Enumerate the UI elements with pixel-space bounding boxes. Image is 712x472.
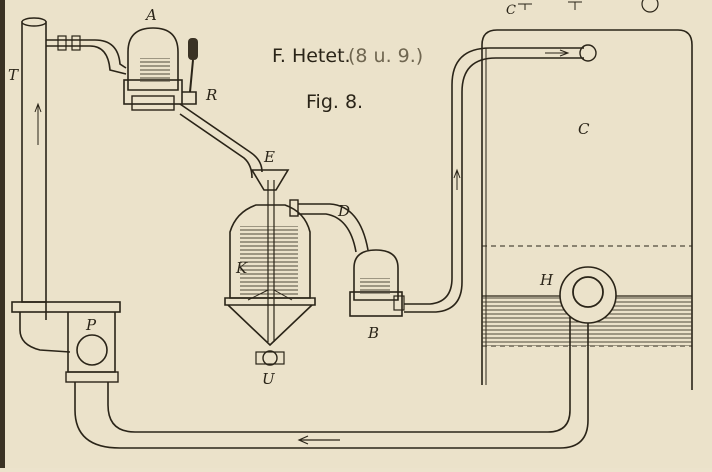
vessel-k bbox=[224, 169, 316, 366]
label-e: E bbox=[263, 148, 275, 166]
device-b bbox=[349, 249, 405, 317]
label-b: B bbox=[367, 324, 379, 342]
plate-reference: (8 u. 9.) bbox=[348, 45, 423, 67]
label-p: P bbox=[85, 316, 97, 334]
figure-label: Fig. 8. bbox=[306, 91, 363, 113]
device-a bbox=[123, 27, 198, 111]
pipe-t-to-a bbox=[46, 35, 127, 75]
pipe-d bbox=[298, 203, 369, 253]
intake-h bbox=[559, 266, 617, 324]
pump-p bbox=[65, 312, 119, 383]
label-k: K bbox=[235, 259, 248, 277]
label-c-top: C bbox=[506, 3, 516, 18]
label-r: R bbox=[205, 86, 217, 104]
page-edge-left bbox=[0, 0, 5, 468]
return-pipe bbox=[74, 300, 589, 449]
label-a: A bbox=[144, 6, 157, 24]
label-d: D bbox=[337, 202, 350, 220]
top-right-fragments bbox=[518, 0, 659, 13]
label-c: C bbox=[578, 120, 590, 138]
title-author: F. Hetet. bbox=[272, 45, 351, 67]
label-u: U bbox=[262, 370, 276, 388]
label-h: H bbox=[539, 271, 554, 289]
label-t: T bbox=[8, 66, 19, 84]
pipe-b-to-c bbox=[404, 44, 597, 313]
standpipe-t bbox=[11, 17, 121, 353]
